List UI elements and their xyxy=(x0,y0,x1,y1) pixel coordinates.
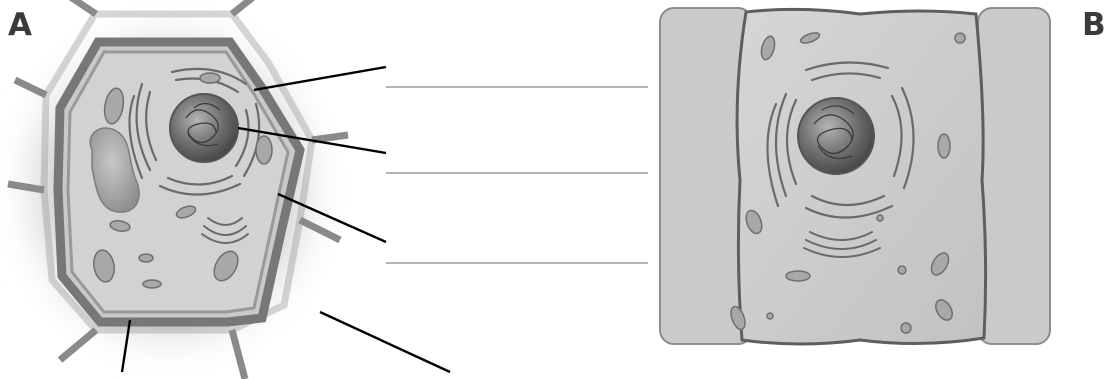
leader-line-outer xyxy=(320,312,450,372)
answer-lines xyxy=(386,87,648,263)
animal-nucleus xyxy=(798,98,874,174)
animal-cell-illustration xyxy=(660,8,1050,344)
neighbor-cell-right xyxy=(978,8,1050,344)
panel-label-b: B xyxy=(1082,10,1106,41)
nucleus xyxy=(170,94,238,162)
plant-cell-illustration xyxy=(0,0,348,379)
panel-label-a: A xyxy=(8,10,32,41)
animal-cell-membrane xyxy=(737,9,986,344)
